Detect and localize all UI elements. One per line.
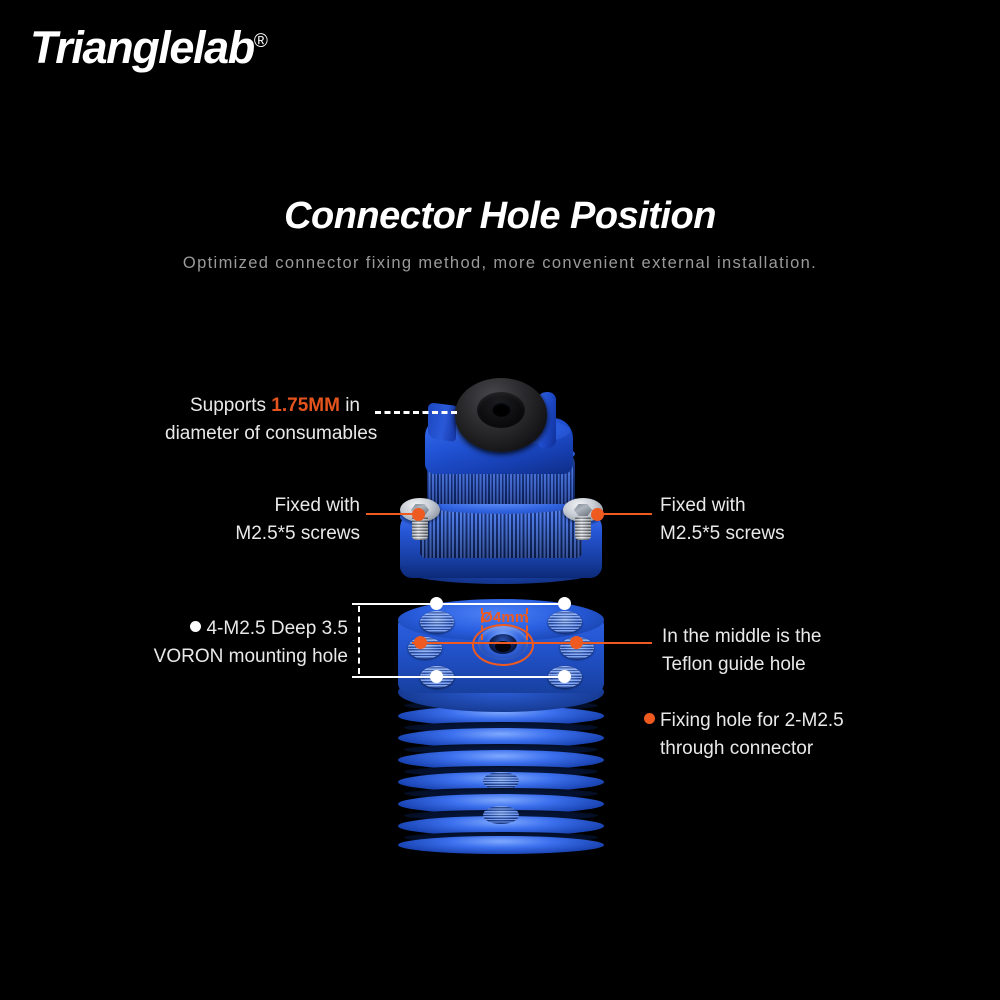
callout-filament-diameter-line2: diameter of consumables — [165, 423, 378, 444]
callout-filament-diameter-line1: Supports 1.75MM in — [189, 395, 360, 416]
heatsink-fin-gap — [404, 744, 598, 755]
heatsink-fin-gap — [404, 700, 598, 711]
heatsink-fin — [398, 794, 604, 814]
screw-hex-socket — [574, 504, 592, 516]
voron-mounting-hole-top-right — [548, 611, 582, 633]
marker-dot-voron-top-right — [558, 597, 571, 610]
flange-underside — [402, 556, 600, 584]
collet-saddle-top — [428, 416, 570, 446]
heatsink-fin — [398, 706, 604, 726]
dimension-extension-left — [481, 608, 483, 640]
heatsink-fin — [398, 816, 604, 836]
marker-dot-fixed-screws-left — [412, 508, 425, 521]
heatsink-fin — [398, 728, 604, 748]
voron-mounting-hole-top-left — [420, 611, 454, 633]
brand-logo: Trianglelab® — [30, 22, 268, 74]
black-collet-body — [455, 378, 547, 452]
marker-dot-connector-hole-left — [414, 636, 427, 649]
side-threaded-hole — [483, 772, 519, 790]
callout-connector-fixing-hole-line2: through connector — [660, 738, 814, 759]
callout-fixed-screws-left: Fixed with M2.5*5 screws — [150, 492, 360, 548]
callout-fixed-screws-right-line1: Fixed with — [660, 495, 746, 516]
callout-fixed-screws-right-line2: M2.5*5 screws — [660, 523, 785, 544]
callout-voron-mounting-hole: 4-M2.5 Deep 3.5 VORON mounting hole — [130, 615, 348, 671]
heatsink-plate-underside — [398, 672, 604, 712]
dimension-extension-right — [526, 608, 528, 640]
page-subtitle: Optimized connector fixing method, more … — [182, 254, 818, 272]
brand-name: Trianglelab — [30, 22, 255, 73]
collet-release-lever — [538, 391, 556, 449]
marker-dot-fixed-screws-right — [591, 508, 604, 521]
heatsink-fin — [398, 836, 604, 854]
highlight-ring-teflon-hole — [472, 624, 534, 666]
knurled-drum-upper-top — [427, 442, 575, 466]
heatsink-fin-gap — [404, 810, 598, 821]
callout-teflon-guide-hole: In the middle is the Teflon guide hole — [662, 623, 821, 679]
knurled-drum-upper — [427, 452, 575, 504]
leader-line-fixed-screws-left — [366, 513, 421, 515]
flange-top-face — [400, 500, 602, 534]
heatsink-fin-gap — [404, 788, 598, 799]
leader-line-fixed-screws-right — [597, 513, 652, 515]
leader-line-voron-bottom — [352, 676, 562, 678]
side-threaded-hole — [483, 806, 519, 824]
screw-shank — [575, 517, 591, 540]
callout-fixed-screws-left-line1: Fixed with — [274, 495, 360, 516]
leader-line-voron-top — [352, 603, 562, 605]
marker-dot-voron-top-left — [430, 597, 443, 610]
page-title: Connector Hole Position — [284, 195, 716, 237]
flange-body — [400, 512, 602, 578]
callout-connector-fixing-hole: Fixing hole for 2-M2.5 through connector — [644, 707, 844, 763]
marker-dot-voron-bottom-left — [430, 670, 443, 683]
saddle-left-tab — [428, 402, 456, 442]
callout-voron-mounting-hole-line2: VORON mounting hole — [153, 646, 348, 667]
marker-dot-connector-hole-right — [570, 636, 583, 649]
leader-line-teflon-guide-hole — [412, 642, 652, 644]
callout-fixed-screws-right: Fixed with M2.5*5 screws — [660, 492, 785, 548]
leader-connector-voron — [358, 606, 360, 674]
callout-fixed-screws-left-line2: M2.5*5 screws — [235, 523, 360, 544]
collet-saddle — [425, 418, 573, 474]
marker-dot-voron-bottom-right — [558, 670, 571, 683]
heatsink-fin-gap — [404, 766, 598, 777]
heatsink-fin-gap — [404, 832, 598, 843]
callout-teflon-guide-hole-line2: Teflon guide hole — [662, 654, 806, 675]
leader-line-filament-diameter — [375, 411, 457, 414]
filament-entry-bore — [492, 402, 511, 417]
knurled-drum-lower-top — [420, 492, 582, 514]
heatsink-fin-gap — [404, 722, 598, 733]
callout-voron-mounting-hole-line1: 4-M2.5 Deep 3.5 — [130, 615, 348, 643]
registered-trademark-icon: ® — [253, 31, 268, 52]
callout-filament-diameter: Supports 1.75MM in diameter of consumabl… — [165, 392, 378, 448]
bullet-dot-white-icon — [190, 621, 202, 633]
black-collet-inner-ring — [477, 392, 525, 428]
heatsink-fin — [398, 750, 604, 770]
knurled-drum-lower — [420, 500, 582, 558]
bullet-dot-orange-icon — [644, 713, 655, 725]
dimension-label-bore: Ø4mm — [481, 609, 529, 626]
callout-teflon-guide-hole-line1: In the middle is the — [662, 626, 822, 647]
callout-connector-fixing-hole-line1: Fixing hole for 2-M2.5 — [644, 707, 844, 735]
heatsink-fin — [398, 772, 604, 792]
